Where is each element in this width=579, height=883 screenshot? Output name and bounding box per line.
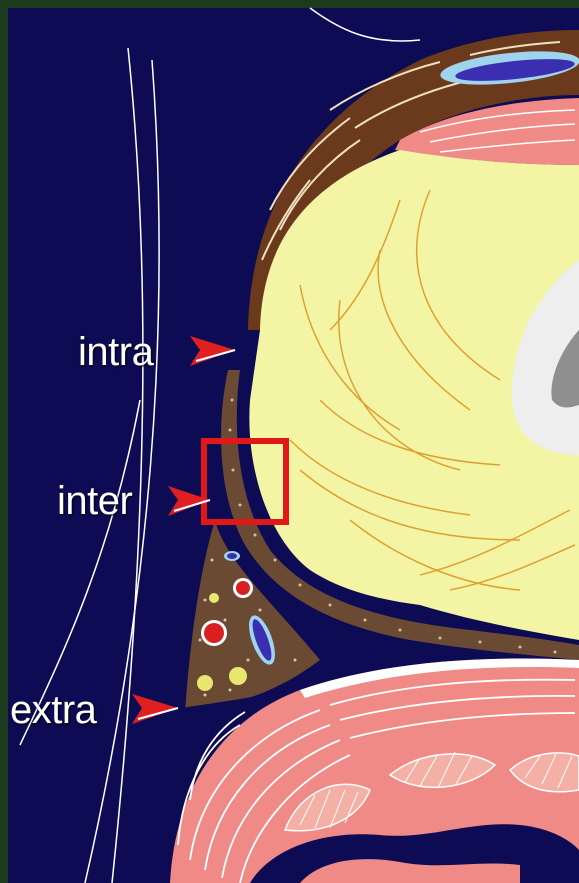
yellow-node xyxy=(229,667,247,685)
yellow-node xyxy=(209,593,219,603)
label-intra: intra xyxy=(78,332,153,372)
label-inter: inter xyxy=(57,481,132,521)
small-vein xyxy=(227,553,237,559)
red-artery xyxy=(204,623,224,643)
red-artery xyxy=(236,581,250,595)
yellow-node xyxy=(197,675,213,691)
label-extra: extra xyxy=(10,690,96,730)
